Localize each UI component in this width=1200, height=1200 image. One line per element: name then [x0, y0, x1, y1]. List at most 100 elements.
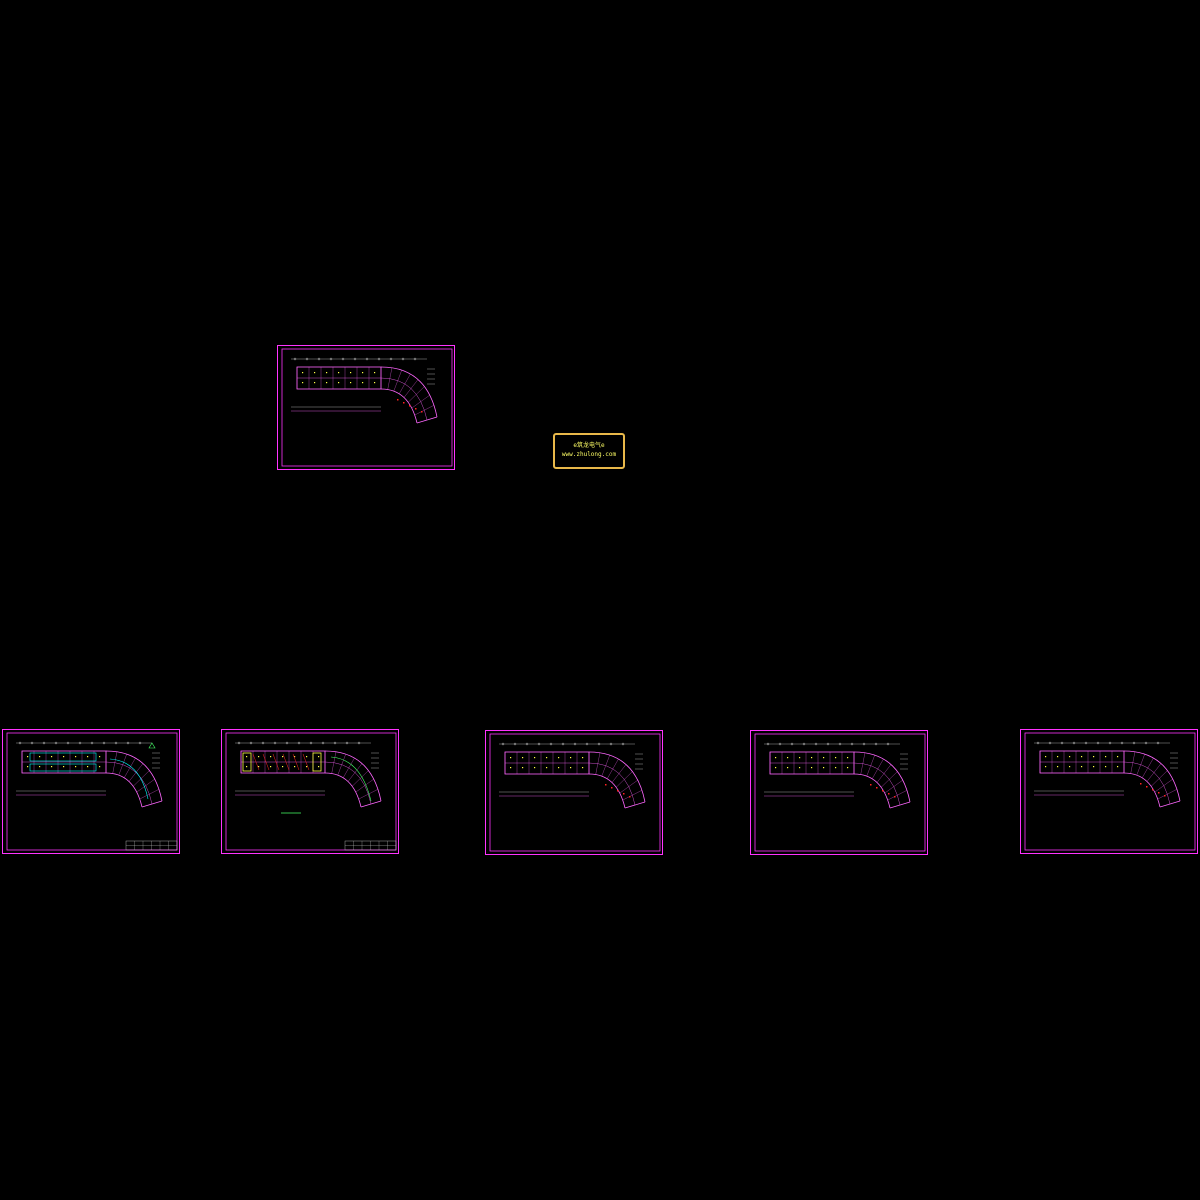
sheet-outer-frame	[485, 730, 663, 855]
axis-bubble	[537, 742, 541, 746]
axis-bubble	[305, 357, 309, 361]
axis-bubble	[585, 742, 589, 746]
curved-corridor	[588, 762, 636, 806]
column-mark	[1069, 756, 1071, 758]
axis-bubble	[778, 742, 782, 746]
column-mark	[811, 757, 813, 759]
curved-wing-inner	[588, 773, 626, 809]
axis-bubble	[90, 741, 94, 745]
column-mark	[522, 757, 524, 759]
axis-bubble	[317, 357, 321, 361]
sheet-outer-frame	[750, 730, 928, 855]
radial-partition	[331, 751, 337, 774]
radial-partition	[619, 780, 638, 794]
radial-partition	[393, 370, 402, 392]
curved-wing-end	[360, 800, 382, 808]
zhulong-watermark-stamp: e筑龙电气e www.zhulong.com	[553, 433, 625, 469]
column-mark	[306, 766, 308, 768]
radial-partition	[1154, 779, 1173, 793]
column-mark	[87, 766, 89, 768]
drawing-sheet-bottom-2[interactable]	[221, 729, 399, 854]
axis-bubble	[609, 742, 613, 746]
drawing-sheet-bottom-5[interactable]	[1020, 729, 1198, 854]
fixture-mark	[421, 411, 423, 413]
axis-bubble	[321, 741, 325, 745]
axis-bubble	[341, 357, 345, 361]
radial-partition	[872, 758, 884, 779]
floor-plan-drawing	[221, 729, 399, 854]
radial-partition	[343, 757, 355, 778]
column-mark	[1093, 766, 1095, 768]
column-mark	[282, 756, 284, 758]
floor-plan-drawing	[277, 345, 455, 470]
drawing-sheet-bottom-1[interactable]	[2, 729, 180, 854]
column-mark	[570, 767, 572, 769]
column-mark	[39, 766, 41, 768]
column-mark	[75, 766, 77, 768]
radial-partition	[876, 764, 892, 783]
fixture-mark	[611, 787, 613, 789]
drawing-sheet-bottom-4[interactable]	[750, 730, 928, 855]
axis-bubble	[513, 742, 517, 746]
column-mark	[835, 757, 837, 759]
fixture-mark	[403, 402, 405, 404]
fixture-mark	[1146, 786, 1148, 788]
radial-partition	[616, 771, 633, 788]
axis-bubble	[850, 742, 854, 746]
radial-partition	[128, 763, 144, 782]
axis-bubble	[1108, 741, 1112, 745]
curved-wing-end	[889, 801, 911, 809]
axis-bubble	[597, 742, 601, 746]
wiring-run-curved	[109, 758, 149, 800]
column-mark	[27, 756, 29, 758]
curved-wing-inner	[380, 388, 418, 424]
column-mark	[835, 767, 837, 769]
fixture-mark	[617, 790, 619, 792]
radial-partition	[607, 758, 619, 779]
fixture-mark	[894, 796, 896, 798]
wiring-run	[29, 752, 97, 762]
column-mark	[294, 756, 296, 758]
column-mark	[318, 756, 320, 758]
radial-partition	[337, 754, 346, 776]
floor-plan-drawing	[1020, 729, 1198, 854]
axis-bubble	[126, 741, 130, 745]
fixture-mark	[623, 793, 625, 795]
radial-partition	[595, 752, 601, 775]
axis-bubble	[249, 741, 253, 745]
sheet-inner-frame	[225, 732, 397, 851]
column-mark	[823, 767, 825, 769]
column-mark	[75, 756, 77, 758]
radial-partition	[133, 770, 150, 787]
circuit-line	[292, 753, 300, 771]
drawing-sheet-bottom-3[interactable]	[485, 730, 663, 855]
drawing-sheet-top[interactable]	[277, 345, 455, 470]
axis-bubble	[309, 741, 313, 745]
wiring-run	[29, 763, 97, 772]
column-mark	[570, 757, 572, 759]
radial-partition	[408, 386, 425, 403]
floor-plan-drawing	[2, 729, 180, 854]
column-mark	[338, 372, 340, 374]
column-mark	[1117, 756, 1119, 758]
column-mark	[823, 757, 825, 759]
column-mark	[811, 767, 813, 769]
column-mark	[302, 382, 304, 384]
axis-bubble	[329, 357, 333, 361]
sheet-inner-frame	[281, 348, 453, 467]
sheet-outer-frame	[2, 729, 180, 854]
axis-bubble	[1036, 741, 1040, 745]
column-mark	[246, 756, 248, 758]
fixture-mark	[882, 790, 884, 792]
curved-wing-outer	[380, 366, 438, 418]
fixture-mark	[397, 399, 399, 401]
curved-corridor	[105, 761, 153, 805]
column-mark	[1093, 756, 1095, 758]
column-mark	[1045, 756, 1047, 758]
fixture-mark	[409, 405, 411, 407]
axis-bubble	[377, 357, 381, 361]
axis-bubble	[345, 741, 349, 745]
axis-bubble	[401, 357, 405, 361]
axis-bubble	[1060, 741, 1064, 745]
